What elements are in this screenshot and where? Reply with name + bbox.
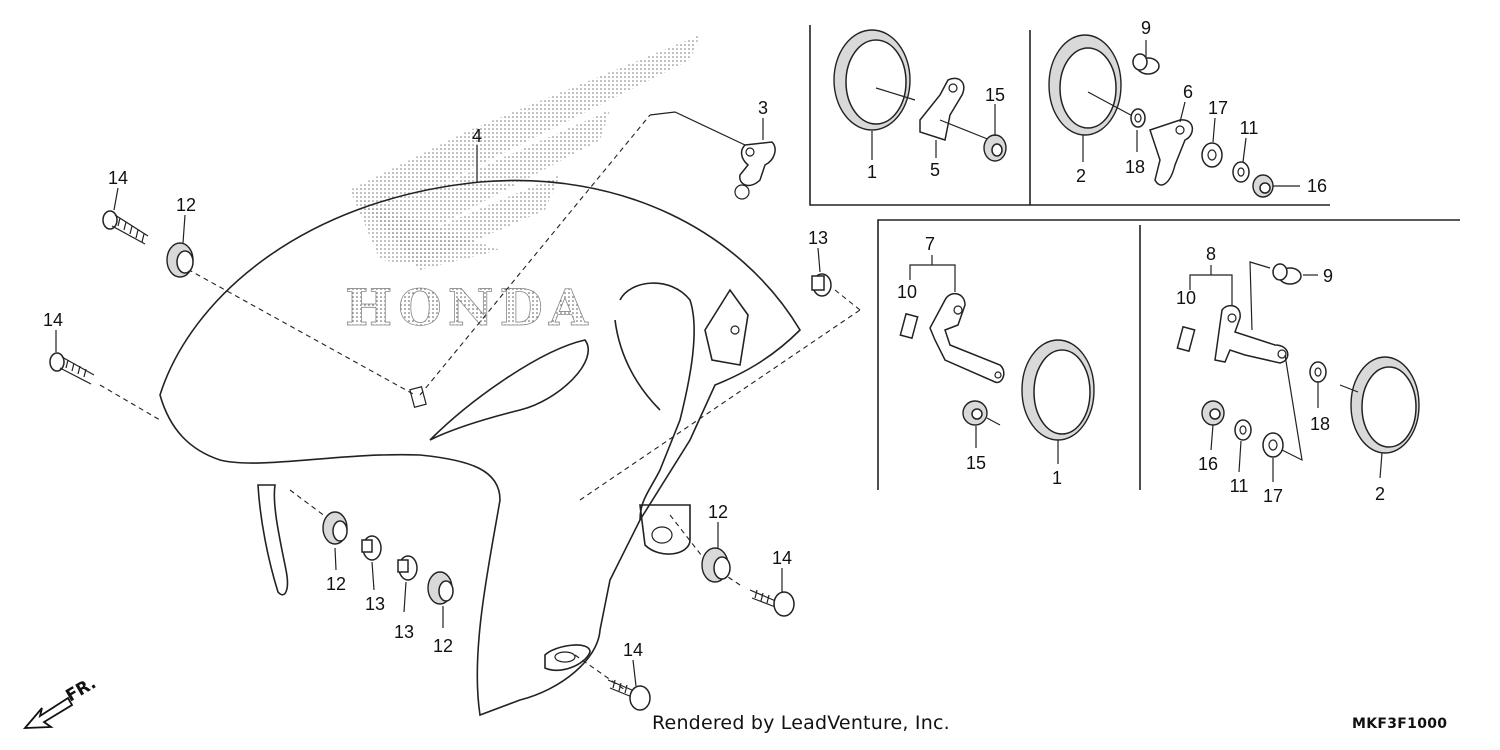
bolt-14-left: [49, 352, 95, 385]
callout-2-inset-b: 2: [1076, 166, 1086, 186]
callout-2-inset-d: 2: [1375, 484, 1385, 504]
washer-17-inset-d: [1262, 432, 1284, 458]
callout-9-inset-b: 9: [1141, 18, 1151, 38]
front-fender: [159, 179, 802, 717]
bolt-14-upper: [102, 210, 149, 245]
reflector-2-inset-b: [1048, 34, 1141, 136]
callout-15-inset-a: 15: [985, 85, 1005, 105]
callout-12-upper: 12: [176, 195, 196, 215]
callout-12-lower-a: 12: [326, 574, 346, 594]
bolt-14-right: [749, 589, 795, 617]
callout-17-inset-d: 17: [1263, 486, 1283, 506]
grommet-12-upper: [166, 242, 194, 278]
callout-leaders: [55, 40, 1383, 687]
washer-11-inset-b: [1232, 161, 1250, 183]
washer-18-inset-b: [1130, 108, 1146, 128]
collar-9-inset-b: [1132, 53, 1160, 75]
reflector-2-inset-d: [1339, 356, 1420, 454]
collar-13-c: [811, 273, 832, 297]
callout-13-c: 13: [808, 228, 828, 248]
grommet-12-lower-b: [427, 571, 454, 605]
callout-11-inset-b: 11: [1240, 118, 1259, 138]
callout-13-b: 13: [394, 622, 414, 642]
callout-9-inset-d: 9: [1323, 266, 1333, 286]
pad-10-inset-c: [899, 312, 919, 340]
callout-13-a: 13: [365, 594, 385, 614]
callout-16-inset-d: 16: [1198, 454, 1218, 474]
pad-10-inset-d: [1176, 325, 1196, 353]
callout-14-left: 14: [43, 310, 63, 330]
callout-1-inset-a: 1: [867, 162, 877, 182]
callout-4: 4: [472, 126, 482, 146]
bolt-14-bottom: [607, 679, 651, 711]
nut-15-inset-a: [983, 134, 1007, 162]
front-arrow-icon: [22, 696, 74, 729]
stay-5: [919, 77, 965, 141]
callout-10-inset-c: 10: [897, 282, 917, 302]
callout-5: 5: [930, 160, 940, 180]
washer-18-inset-d: [1309, 361, 1327, 383]
honda-wing-watermark: [350, 35, 700, 270]
rendered-by-credit: Rendered by LeadVenture, Inc.: [652, 712, 950, 734]
honda-watermark-text: HONDA: [345, 278, 594, 337]
washer-17-inset-b: [1201, 142, 1223, 168]
collar-13-a: [361, 535, 382, 561]
callout-14-right: 14: [772, 548, 792, 568]
diagram-code: MKF3F1000: [1352, 716, 1448, 732]
washer-11-inset-d: [1234, 419, 1252, 441]
nut-16-inset-d: [1201, 400, 1225, 426]
grommet-12-lower-a: [322, 511, 348, 545]
callout-1-inset-c: 1: [1052, 468, 1062, 488]
callout-18-inset-d: 18: [1310, 414, 1330, 434]
callout-14-bottom: 14: [623, 640, 643, 660]
callout-17-inset-b: 17: [1208, 98, 1228, 118]
callout-10-inset-d: 10: [1176, 288, 1196, 308]
callout-18-inset-b: 18: [1125, 157, 1145, 177]
callout-16-inset-b: 16: [1307, 176, 1327, 196]
inset-frames: [809, 25, 1460, 490]
callout-12-lower-b: 12: [433, 636, 453, 656]
bracket-3: [734, 141, 776, 200]
stay-6: [1149, 119, 1193, 186]
reflector-1-inset-a: [833, 29, 916, 131]
callout-12-right: 12: [708, 502, 728, 522]
callout-14-upper: 14: [108, 168, 128, 188]
nut-15-inset-c: [962, 400, 988, 426]
collar-9-inset-d: [1272, 263, 1302, 285]
callout-15-inset-c: 15: [966, 453, 986, 473]
callout-3: 3: [758, 98, 768, 118]
callout-11-inset-d: 11: [1230, 476, 1249, 496]
collar-13-b: [397, 555, 418, 581]
callout-6: 6: [1183, 82, 1193, 102]
stay-8: [1214, 304, 1289, 364]
callout-7: 7: [925, 234, 935, 254]
nut-16-inset-b: [1252, 174, 1274, 198]
grommet-12-right: [701, 547, 731, 583]
stay-7: [929, 293, 1005, 384]
reflector-1-inset-c: [1021, 339, 1095, 441]
callout-8: 8: [1206, 244, 1216, 264]
